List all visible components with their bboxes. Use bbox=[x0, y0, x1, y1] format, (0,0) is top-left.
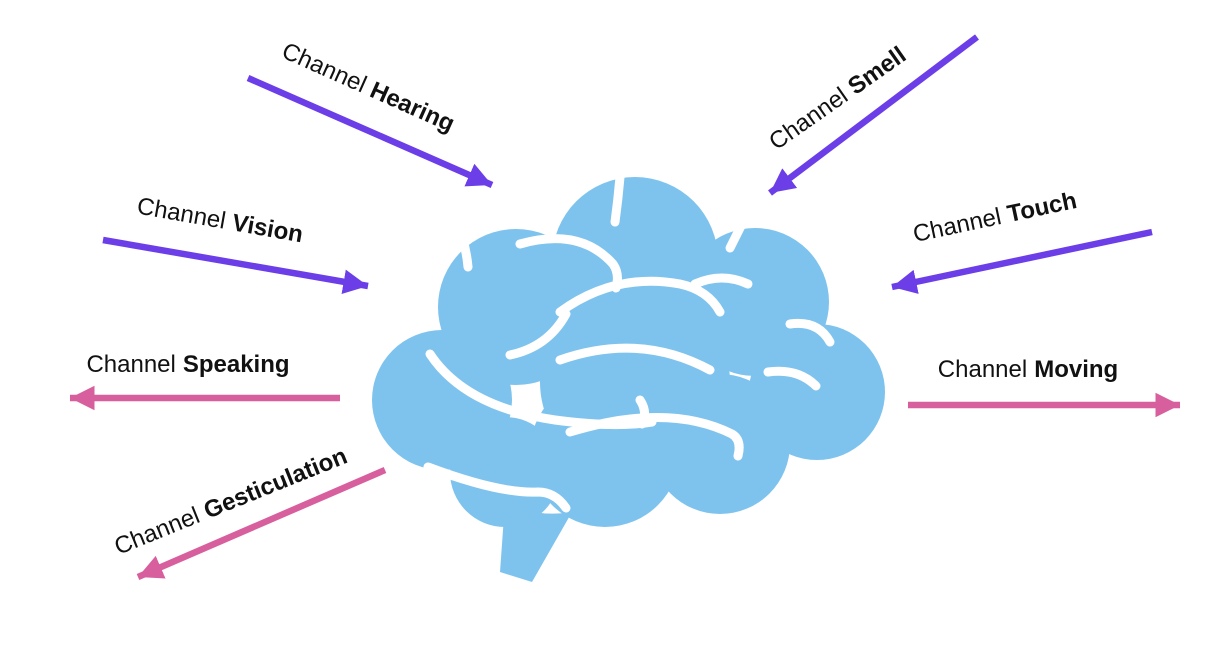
arrow-input-smell bbox=[768, 34, 979, 196]
arrow-input-touch bbox=[891, 228, 1153, 294]
brain-sulci bbox=[377, 172, 835, 513]
brain-stem bbox=[500, 502, 572, 582]
channel-name: Moving bbox=[1034, 356, 1119, 383]
brain-silhouette bbox=[372, 177, 885, 582]
channel-prefix: Channel bbox=[937, 356, 1028, 383]
channel-name: Speaking bbox=[182, 351, 290, 378]
arrow-input-vision bbox=[102, 236, 369, 294]
arrow-input-hearing bbox=[246, 75, 494, 188]
channel-prefix: Channel bbox=[86, 351, 176, 378]
brain-icon bbox=[372, 172, 885, 582]
arrow-output-gesticulation bbox=[136, 467, 387, 580]
